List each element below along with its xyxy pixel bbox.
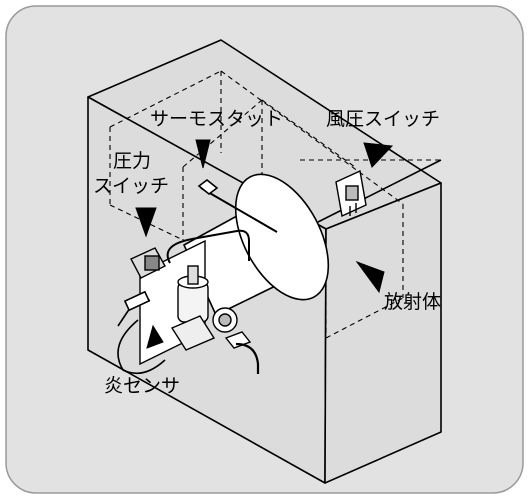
label-pressure-switch-line2: スイッチ bbox=[93, 175, 169, 197]
flame-sensor-cable bbox=[117, 290, 166, 375]
label-radiator: 放射体 bbox=[384, 291, 441, 313]
hidden-edges bbox=[109, 70, 404, 339]
radiator-arrow bbox=[355, 260, 385, 294]
radiator-cylinder bbox=[182, 173, 330, 317]
pressure-switch-arrow bbox=[135, 207, 157, 238]
label-pressure-switch-line1: 圧力 bbox=[113, 150, 151, 172]
pressure-switch-unit bbox=[130, 247, 166, 279]
air-pressure-switch-arrow bbox=[363, 142, 394, 168]
pipe-edge bbox=[317, 159, 442, 223]
air-pressure-switch-unit bbox=[335, 169, 367, 218]
label-flame-sensor: 炎センサ bbox=[104, 375, 180, 397]
label-air-pressure-switch: 風圧スイッチ bbox=[326, 108, 440, 130]
label-thermostat: サーモスタット bbox=[150, 108, 283, 130]
pointer-arrows bbox=[135, 139, 394, 349]
box-right-face bbox=[324, 182, 442, 484]
thermostat-arrow bbox=[195, 139, 211, 169]
flame-sensor-arrow bbox=[146, 324, 164, 349]
